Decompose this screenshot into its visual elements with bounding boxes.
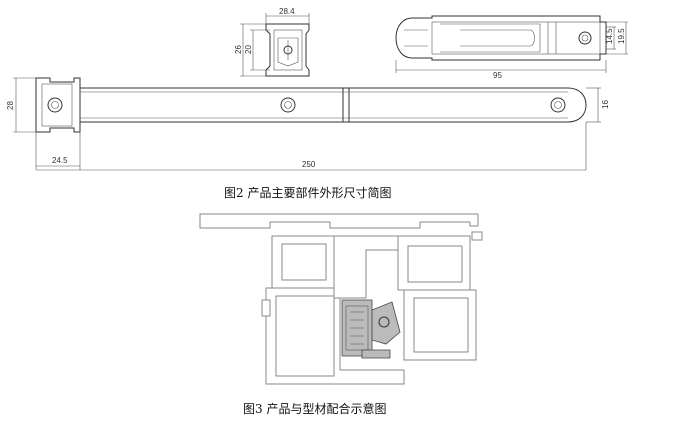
dim-right-length: 95 <box>493 71 502 80</box>
aluminum-profile <box>199 213 483 385</box>
figure-2-caption: 图2 产品主要部件外形尺寸简图 <box>224 185 391 200</box>
hardware-section <box>341 299 401 359</box>
long-bar-part <box>13 77 601 171</box>
dim-offset: 24.5 <box>52 156 68 165</box>
dim-height-outer: 26 <box>234 45 243 54</box>
figure-2: 28.4 26 20 14.5 19.5 95 <box>6 7 628 200</box>
dim-bar-height: 28 <box>6 101 15 110</box>
figure-3: 图3 产品与型材配合示意图 <box>199 213 483 416</box>
slider-hole-icon <box>578 31 592 45</box>
end-cap-part <box>240 13 310 77</box>
dim-height-inner: 20 <box>244 45 253 54</box>
bar-center-hole-icon <box>280 97 296 113</box>
dim-right-h2: 19.5 <box>617 28 626 44</box>
lock-pin-icon <box>378 316 390 328</box>
slider-body-part <box>395 15 628 73</box>
dim-right-h1: 14.5 <box>605 28 614 44</box>
dim-total-length: 250 <box>302 160 316 169</box>
figure-3-caption: 图3 产品与型材配合示意图 <box>243 401 386 416</box>
dim-top-width: 28.4 <box>279 7 295 16</box>
dim-bar-end: 16 <box>601 100 610 109</box>
bar-left-hole-icon <box>47 97 63 113</box>
bar-right-hole-icon <box>550 97 566 113</box>
